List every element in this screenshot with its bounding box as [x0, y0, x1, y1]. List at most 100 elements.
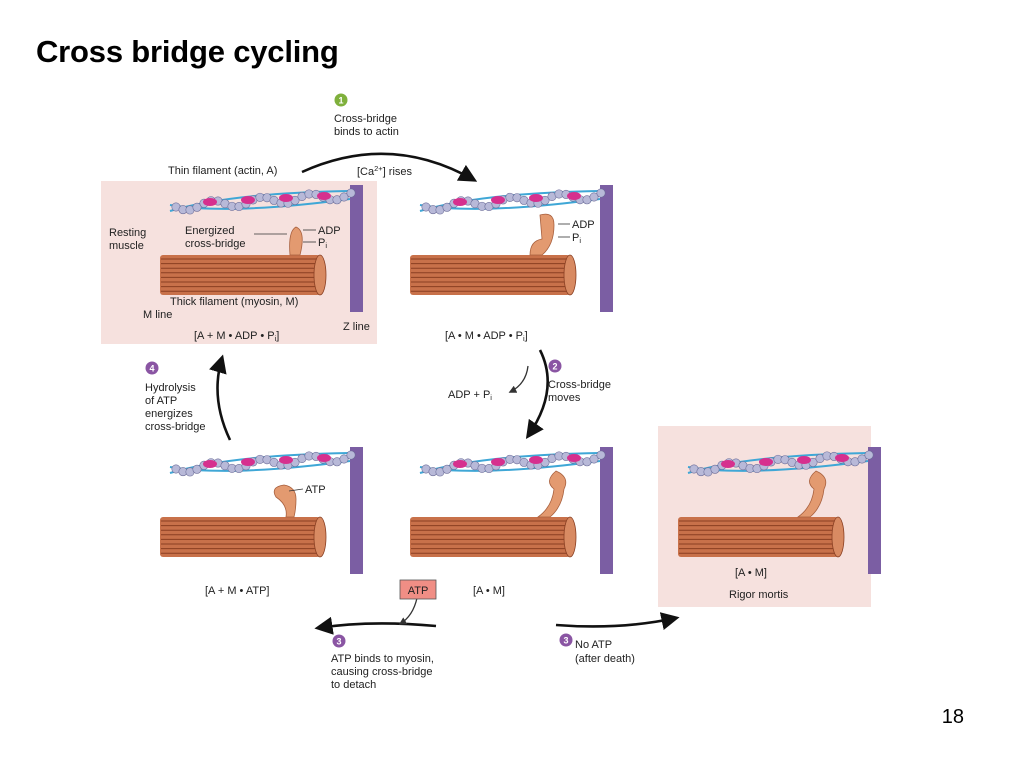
- step-number-icon: [548, 359, 562, 373]
- actin-bead: [339, 192, 349, 202]
- step-4: 4 Hydrolysis of ATP energizes cross-brid…: [145, 361, 206, 433]
- myosin-head: [273, 484, 297, 518]
- label-leader: [288, 488, 304, 492]
- actin-bead: [857, 454, 867, 464]
- myosin-head-body: [529, 213, 555, 256]
- slide-title: Cross bridge cycling: [36, 34, 339, 69]
- step-text: Cross-bridge: [548, 379, 611, 391]
- step-3-rigor: 3 No ATP (after death): [559, 633, 635, 665]
- atp-label: ATP: [305, 484, 326, 496]
- myosin-head-body: [536, 470, 567, 518]
- thin-filament: [419, 450, 606, 477]
- actin-bead: [192, 464, 202, 474]
- thick-filament-end: [313, 254, 327, 296]
- sarcomere-attached: [410, 447, 613, 574]
- sarcomere-atp-bound: [160, 447, 363, 574]
- myosin-head-body: [289, 226, 303, 256]
- thick-filament: [410, 516, 577, 558]
- curved-arrow-icon: [398, 597, 418, 625]
- rigor-mortis-label: Rigor mortis: [729, 589, 789, 601]
- m-line-label: M line: [143, 309, 172, 321]
- step-text: Cross-bridge: [334, 113, 397, 125]
- sarcomere-resting: [160, 185, 363, 312]
- actin-bead: [710, 464, 720, 474]
- sarcomere-rigor: [678, 447, 881, 574]
- troponin: [567, 192, 581, 200]
- atp-box: [399, 579, 437, 600]
- thick-filament-end: [831, 516, 845, 558]
- adp-label: ADP: [572, 219, 595, 231]
- resting-muscle-label: Resting: [109, 227, 146, 239]
- troponin: [317, 454, 331, 462]
- thin-filament: [687, 450, 874, 477]
- step-number-icon: [145, 361, 159, 375]
- step-1: 1 Cross-bridge binds to actin: [334, 93, 399, 138]
- thick-filament-body: [410, 517, 570, 557]
- thin-filament-label: Thin filament (actin, A): [168, 165, 277, 177]
- troponin: [453, 198, 467, 206]
- z-line: [868, 447, 881, 574]
- troponin: [759, 458, 773, 466]
- adp-label: ADP: [318, 225, 341, 237]
- troponin: [279, 194, 293, 202]
- thick-filament-body: [160, 255, 320, 295]
- energized-cross-bridge-label: cross-bridge: [185, 238, 246, 250]
- thick-filament-end: [563, 516, 577, 558]
- actin-bead: [346, 188, 356, 198]
- myosin-head-body: [796, 470, 827, 518]
- troponin: [279, 456, 293, 464]
- actin-bead: [589, 454, 599, 464]
- actin-bead: [192, 202, 202, 212]
- step-2: 2 Cross-bridge moves: [548, 359, 611, 404]
- thick-filament-end: [563, 254, 577, 296]
- step-text: causing cross-bridge: [331, 666, 433, 678]
- state-resting: [A + M • ADP • Pi]: [194, 330, 279, 343]
- step-text: moves: [548, 392, 581, 404]
- thick-filament-body: [678, 517, 838, 557]
- step-number: 2: [552, 361, 557, 371]
- pi-label: Pi: [572, 232, 581, 245]
- troponin: [317, 192, 331, 200]
- curved-arrow-icon: [209, 354, 232, 441]
- troponin: [835, 454, 849, 462]
- step-number-icon: [559, 633, 573, 647]
- troponin: [203, 198, 217, 206]
- adp-pi-released-label: ADP + Pi: [448, 389, 492, 402]
- step-number: 4: [149, 363, 154, 373]
- z-line-label: Z line: [343, 321, 370, 333]
- actin-bead: [339, 454, 349, 464]
- thick-filament-end: [313, 516, 327, 558]
- z-line: [350, 185, 363, 312]
- myosin-head: [796, 470, 827, 518]
- myosin-head: [289, 226, 303, 256]
- thick-filament: [160, 254, 327, 296]
- curved-arrow-icon: [508, 365, 529, 393]
- step-text: ATP binds to myosin,: [331, 653, 434, 665]
- step-3-detach: 3 ATP binds to myosin, causing cross-bri…: [331, 634, 434, 691]
- myosin-head: [536, 470, 567, 518]
- thick-filament: [160, 516, 327, 558]
- thick-filament: [678, 516, 845, 558]
- energized-cross-bridge-label: Energized: [185, 225, 235, 237]
- step-text: No ATP: [575, 639, 612, 651]
- step-text: cross-bridge: [145, 421, 206, 433]
- troponin: [797, 456, 811, 464]
- page-number: 18: [941, 706, 964, 728]
- z-line: [600, 447, 613, 574]
- step-text: of ATP: [145, 395, 177, 407]
- troponin: [203, 460, 217, 468]
- myosin-head-body: [273, 484, 297, 518]
- step-number: 3: [563, 635, 568, 645]
- actin-bead: [589, 192, 599, 202]
- curved-arrow-icon: [314, 616, 437, 635]
- state-rigor: [A • M]: [735, 567, 767, 579]
- thick-filament-body: [160, 517, 320, 557]
- step-text: to detach: [331, 679, 376, 691]
- state-attached: [A • M]: [473, 585, 505, 597]
- state-bound: [A • M • ADP • Pi]: [445, 330, 528, 343]
- actin-bead: [442, 202, 452, 212]
- actin-bead: [596, 188, 606, 198]
- sarcomere-bound: [410, 185, 613, 312]
